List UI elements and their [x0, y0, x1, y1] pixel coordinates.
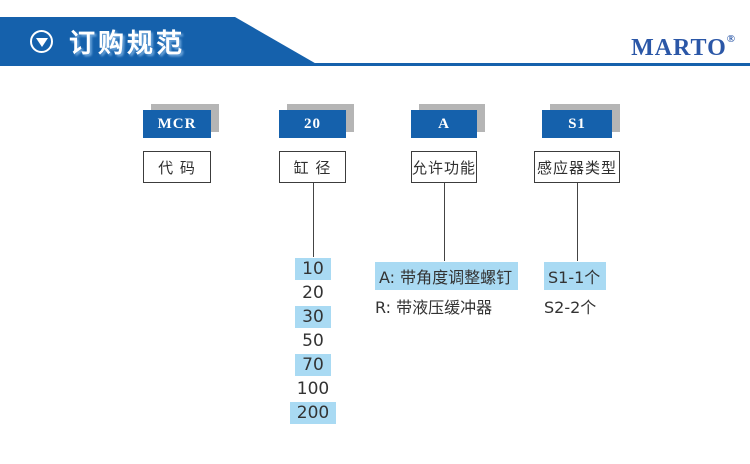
page-title: 订购规范 [69, 29, 186, 59]
down-triangle-icon [35, 38, 48, 47]
option-row: 20 [273, 281, 353, 305]
option-value: 50 [302, 331, 324, 351]
option-value-highlighted: 10 [295, 258, 331, 280]
registered-mark: ® [726, 33, 736, 45]
option-row: A: 带角度调整螺钉 [375, 261, 545, 291]
code-box: MCR [143, 110, 211, 138]
diagram-column-function: A 允许功能 A: 带角度调整螺钉 R: 带液压缓冲器 [375, 104, 519, 317]
brand-name: MARTO [631, 35, 727, 61]
option-value-highlighted: 70 [295, 354, 331, 376]
sensor-options: S1-1个 S2-2个 [544, 261, 634, 321]
diagram-column-bore: 20 缸 径 10 20 30 50 70 100 200 [279, 104, 354, 424]
option-row: 50 [273, 329, 353, 353]
function-options: A: 带角度调整螺钉 R: 带液压缓冲器 [375, 261, 545, 321]
diagram-column-code: MCR 代 码 [143, 104, 219, 183]
bore-options: 10 20 30 50 70 100 200 [273, 257, 353, 425]
option-value-highlighted: A: 带角度调整螺钉 [375, 262, 519, 290]
connector-line [312, 183, 314, 257]
option-value: S2-2个 [544, 298, 597, 317]
option-row: 30 [273, 305, 353, 329]
option-value: 20 [302, 283, 324, 303]
option-row: S2-2个 [544, 291, 634, 321]
option-row: 70 [273, 353, 353, 377]
brand-logo: MARTO® [631, 33, 736, 61]
option-row: 100 [273, 377, 353, 401]
option-row: S1-1个 [544, 261, 634, 291]
option-row: 10 [273, 257, 353, 281]
header-rule [0, 63, 750, 66]
option-row: 200 [273, 401, 353, 425]
connector-line [577, 183, 578, 261]
label-box: 感应器类型 [534, 151, 620, 183]
option-value-highlighted: 200 [289, 402, 337, 424]
down-triangle-circle-icon [30, 30, 53, 53]
option-value-highlighted: 30 [295, 306, 331, 328]
diagram-column-sensor: S1 感应器类型 S1-1个 S2-2个 [534, 104, 620, 317]
connector-line [444, 183, 445, 261]
label-box: 代 码 [143, 151, 211, 183]
option-value: R: 带液压缓冲器 [375, 298, 493, 317]
code-box: A [411, 110, 477, 138]
label-box: 缸 径 [279, 151, 346, 183]
code-box: 20 [279, 110, 346, 138]
label-box: 允许功能 [411, 151, 477, 183]
option-value: 100 [296, 379, 330, 399]
option-value-highlighted: S1-1个 [544, 262, 607, 290]
option-row: R: 带液压缓冲器 [375, 291, 545, 321]
code-box: S1 [542, 110, 612, 138]
